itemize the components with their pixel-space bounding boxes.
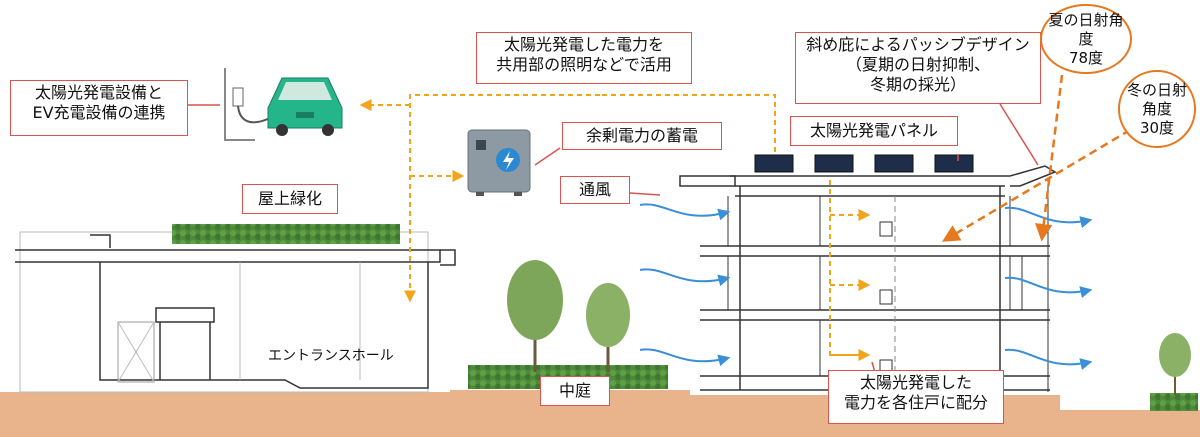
courtyard-callout: 中庭 (540, 376, 610, 406)
entrance-building (15, 231, 456, 393)
battery-icon (467, 129, 531, 196)
passive-design-callout: 斜め庇によるパッシブデザイン （夏期の日射抑制、 冬期の採光） (795, 32, 1041, 104)
ev-callout-line2: EV充電設備の連携 (32, 103, 166, 122)
callout-leaders (188, 103, 1039, 391)
ev-charger (224, 68, 271, 141)
summer-sun-angle-bubble: 夏の日射角度 78度 (1040, 4, 1132, 74)
solar-panels (754, 154, 974, 173)
summer-line2: 78度 (1068, 48, 1104, 67)
sun-angle-arrows (941, 74, 1131, 242)
ventilation-label: 通風 (578, 180, 611, 199)
solar-panel-callout: 太陽光発電パネル (790, 116, 958, 146)
rooftop-greening-callout: 屋上緑化 (242, 184, 338, 214)
passive-callout-line2: （夏期の日射抑制、 (845, 55, 990, 74)
storage-callout: 余剰電力の蓄電 (562, 122, 722, 150)
wind-arrows (639, 203, 1093, 370)
room-lights (879, 221, 893, 375)
rooftop-greenery (172, 224, 400, 244)
entrance-hall-label: エントランスホール (268, 348, 394, 364)
courtyard-label: 中庭 (558, 381, 591, 400)
ventilation-callout: 通風 (560, 176, 630, 204)
shared-callout-line2: 共用部の照明などで活用 (496, 55, 672, 74)
rooftop-greening-label: 屋上緑化 (257, 189, 322, 208)
winter-line3: 30度 (1139, 118, 1175, 137)
ev-charging-callout: 太陽光発電設備と EV充電設備の連携 (10, 80, 188, 136)
distribute-callout-line2: 電力を各住戸に配分 (843, 393, 988, 412)
ev-callout-line1: 太陽光発電設備と (34, 83, 163, 102)
winter-line2: 角度 (1141, 99, 1172, 118)
passive-callout-line1: 斜め庇によるパッシブデザイン (806, 35, 1030, 54)
winter-sun-angle-bubble: 冬の日射 角度 30度 (1118, 70, 1196, 148)
summer-line1: 夏の日射角度 (1048, 10, 1124, 48)
passive-callout-line3: 冬期の採光） (869, 75, 966, 94)
solar-panel-label: 太陽光発電パネル (809, 121, 938, 140)
storage-label: 余剰電力の蓄電 (585, 126, 698, 145)
courtyard-greenery (468, 260, 1198, 411)
ev-car-icon (267, 77, 343, 136)
shared-use-callout: 太陽光発電した電力を 共用部の照明などで活用 (476, 32, 692, 84)
power-flow-arrows (359, 94, 871, 361)
winter-line1: 冬の日射 (1126, 80, 1187, 99)
housing-building (679, 165, 1057, 392)
distribute-callout-line1: 太陽光発電した (859, 373, 972, 392)
distribute-callout: 太陽光発電した 電力を各住戸に配分 (828, 370, 1004, 424)
shared-callout-line1: 太陽光発電した電力を (503, 35, 664, 54)
